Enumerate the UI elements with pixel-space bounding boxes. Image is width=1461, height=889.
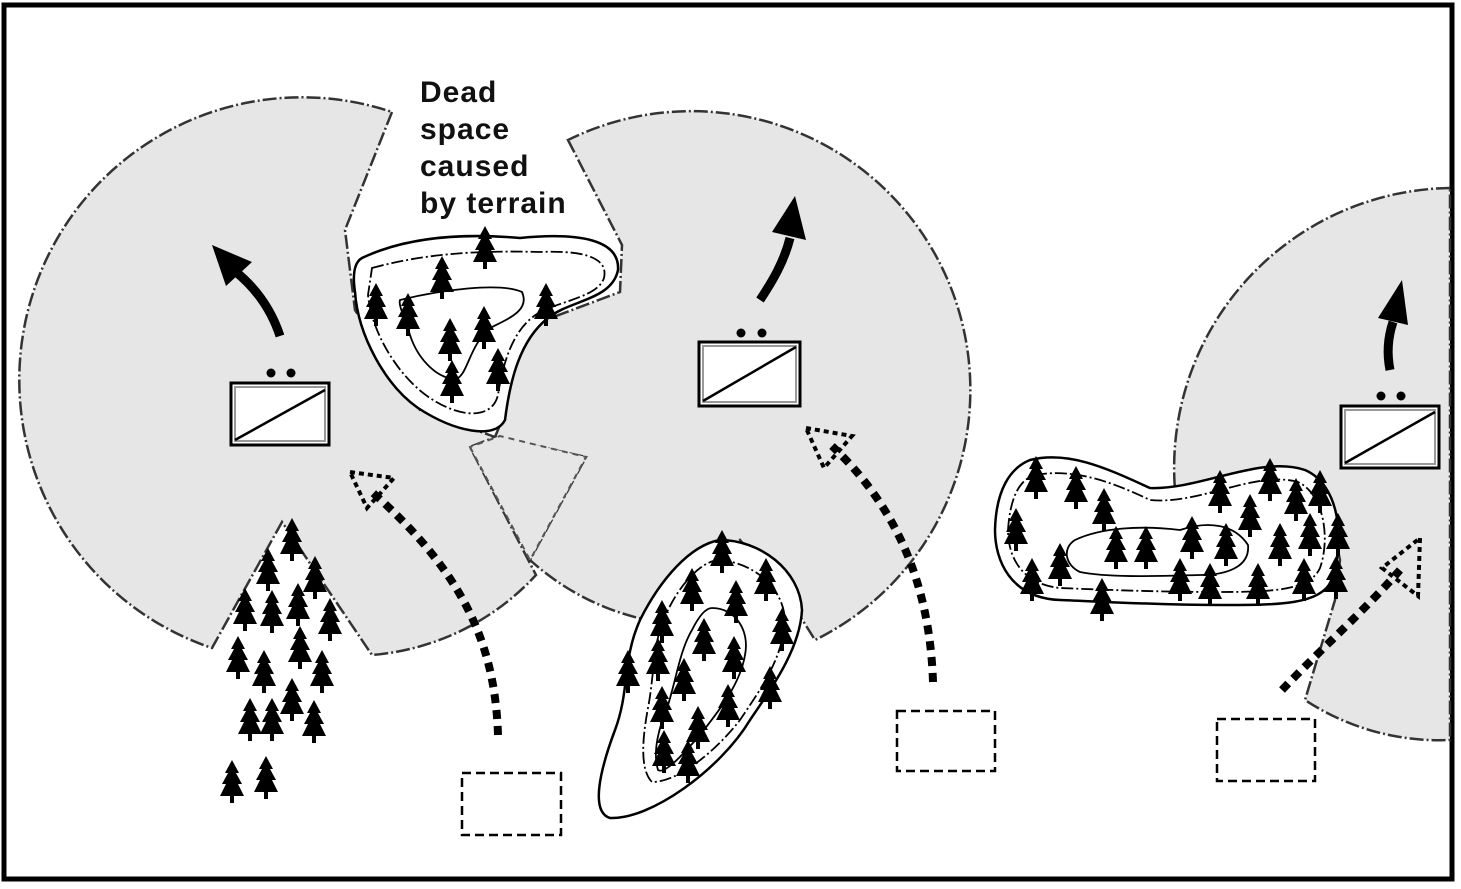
prior-position-left (460, 771, 563, 837)
move-arrow-center (756, 196, 806, 303)
prior-position-right (1215, 717, 1317, 783)
fire-sector-right (1172, 186, 1452, 742)
overlap-wedge (468, 434, 588, 563)
hill-center-outer (597, 538, 804, 820)
hill-right-outer (993, 456, 1340, 607)
annotation-line-4: by terrain (420, 187, 567, 220)
annotation-line-2: space (420, 113, 511, 146)
fire-sector-left-shape (18, 96, 538, 657)
prior-position-center (895, 709, 997, 773)
hill-center-inner (655, 607, 747, 772)
move-arrow-left (212, 245, 285, 338)
dead-space-annotation: Dead space caused by terrain (420, 74, 567, 222)
hill-right-inner (1066, 524, 1249, 578)
route-arrow-center (802, 425, 937, 683)
unit-symbol-left (229, 368, 331, 447)
route-arrow-right (1279, 533, 1423, 693)
unit-symbol-center (697, 328, 802, 408)
unit-symbol-right (1339, 391, 1441, 470)
annotation-line-3: caused (420, 150, 530, 183)
move-arrow-right (1378, 280, 1408, 371)
route-arrow-left (346, 469, 502, 736)
annotation-line-1: Dead (420, 76, 498, 109)
